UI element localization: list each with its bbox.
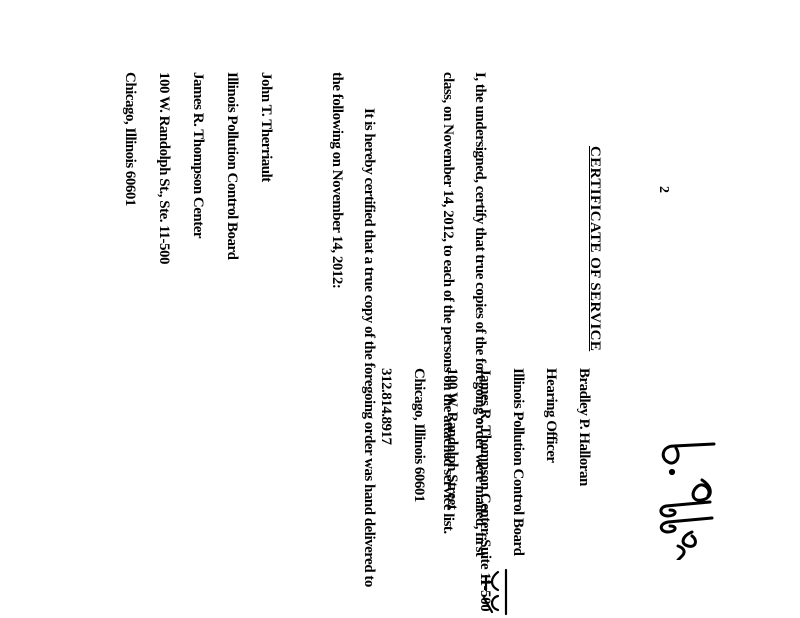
recipient-address: John T. Therriault Illinois Pollution Co… — [113, 72, 283, 264]
signer-title: Hearing Officer — [543, 368, 559, 463]
document-title: CERTIFICATE OF SERVICE — [587, 146, 603, 352]
signer-street: 100 W. Randolph Street — [444, 368, 460, 510]
recipient-city: Chicago, Illinois 60601 — [122, 72, 138, 206]
recipient-org: Illinois Pollution Control Board — [224, 72, 240, 260]
signer-city: Chicago, Illinois 60601 — [411, 368, 427, 502]
partial-stamp-mark — [480, 568, 508, 616]
page-number: 2 — [656, 186, 671, 193]
hand-delivery-line-2: the following on November 14, 2012: — [329, 72, 345, 289]
handwritten-signature — [659, 442, 716, 560]
recipient-building: James R. Thompson Center — [190, 72, 206, 239]
recipient-name: John T. Therriault — [258, 72, 274, 182]
signer-phone: 312.814.8917 — [378, 368, 394, 445]
recipient-street: 100 W. Randolph St., Ste. 11-500 — [156, 72, 172, 264]
signer-name: Bradley P. Halloran — [576, 368, 592, 486]
